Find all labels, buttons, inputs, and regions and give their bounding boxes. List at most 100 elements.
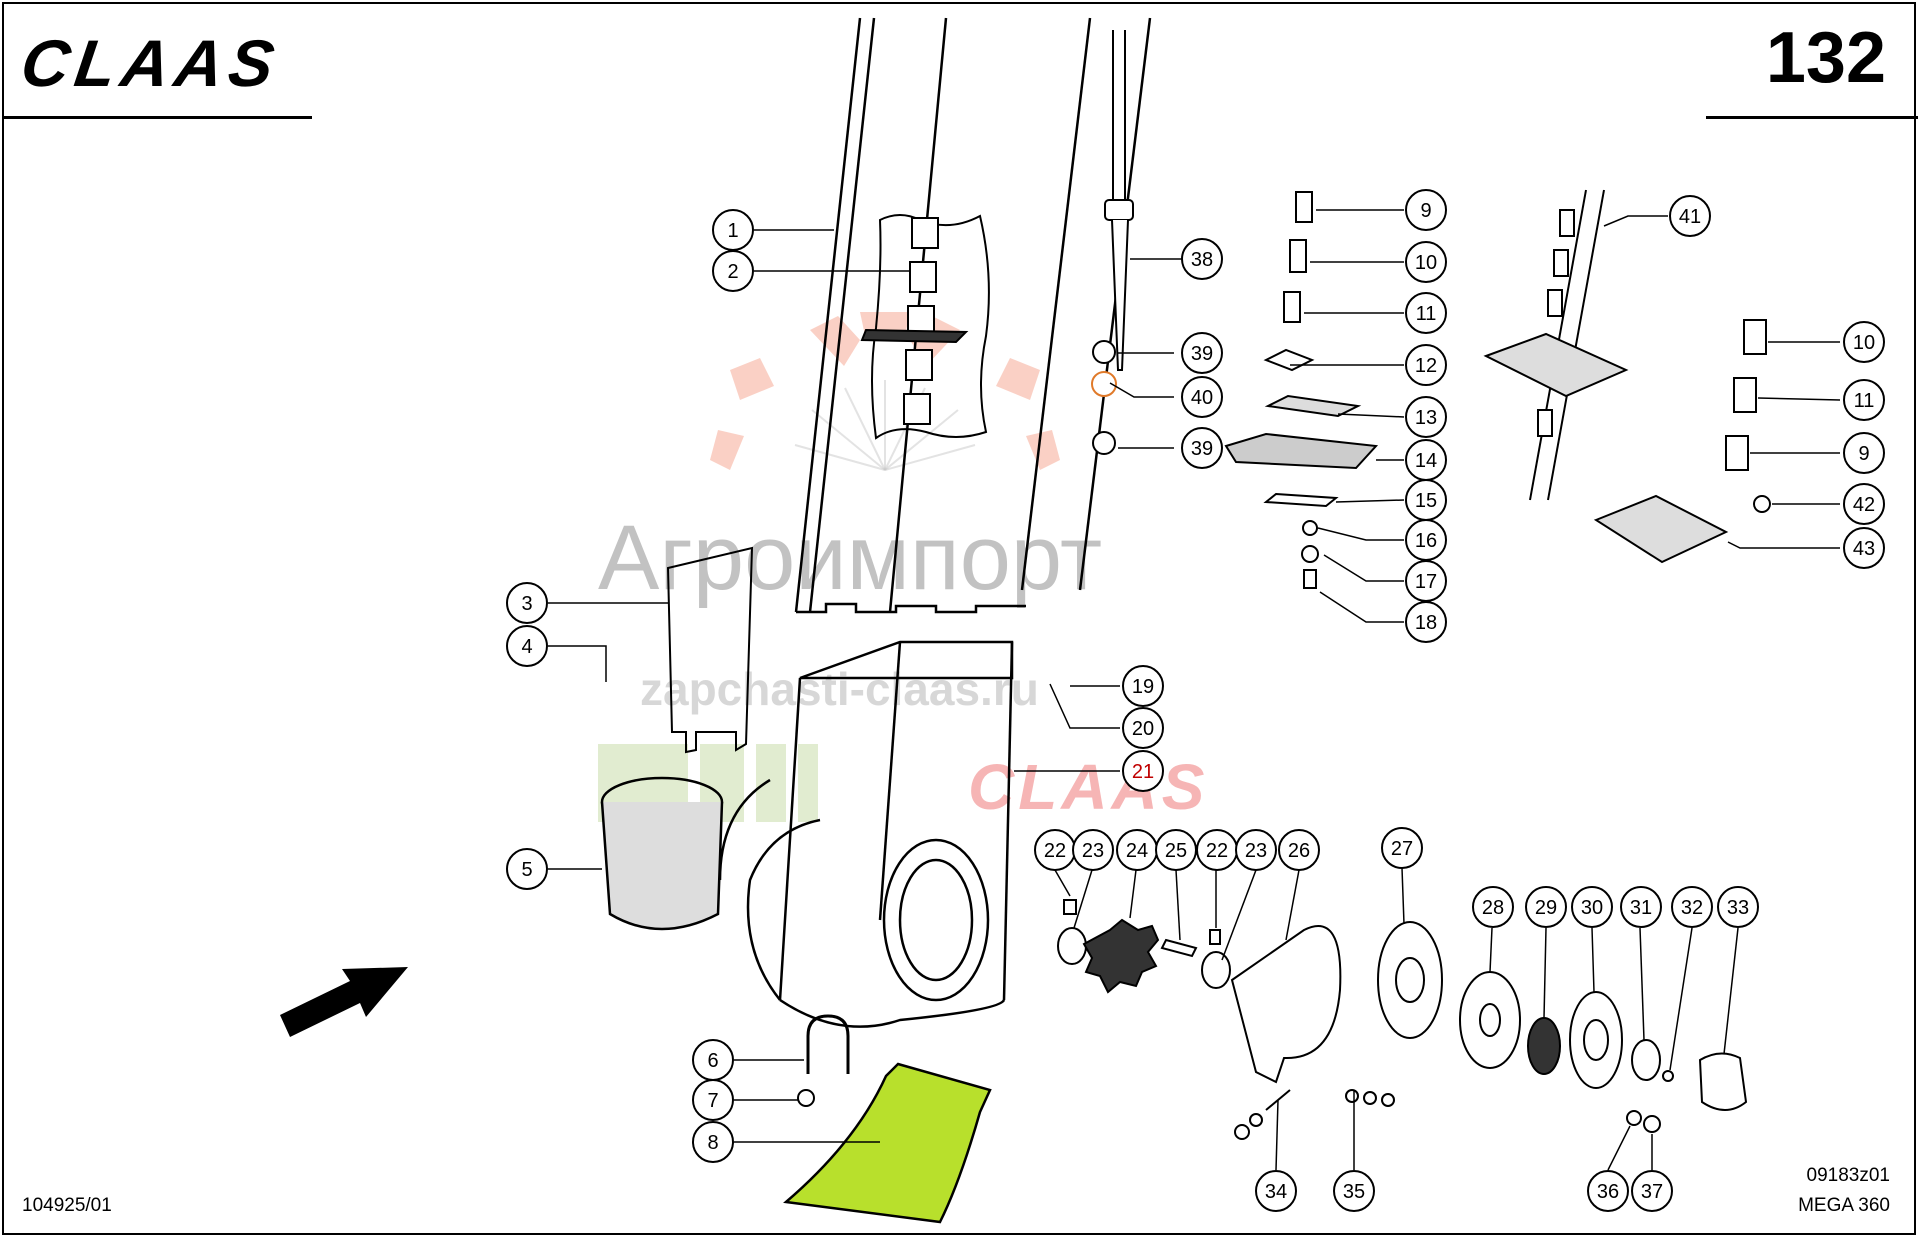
callout-number: 12 (1415, 355, 1437, 377)
callout-30: 30 (1571, 886, 1613, 928)
callout-number: 38 (1191, 249, 1213, 271)
callout-number: 32 (1681, 897, 1703, 919)
drive-parts (1057, 899, 1443, 1084)
callout-number: 16 (1415, 530, 1437, 552)
callout-22: 22 (1196, 829, 1238, 871)
callout-16: 16 (1405, 519, 1447, 561)
ring (600, 776, 724, 931)
callout-circle (1631, 1170, 1673, 1212)
callout-circle (1587, 1170, 1629, 1212)
callout-circle (1122, 750, 1164, 792)
page-number-underline (1706, 116, 1918, 119)
callout-9: 9 (1405, 189, 1447, 231)
callout-number: 37 (1641, 1181, 1663, 1203)
callout-14: 14 (1405, 439, 1447, 481)
callout-24: 24 (1116, 829, 1158, 871)
sheet-code: 09183z01 (1806, 1165, 1890, 1186)
u-bolt (806, 1014, 850, 1074)
lower-housing (718, 640, 1014, 1028)
callout-number: 21 (1132, 761, 1154, 783)
callout-circle (1620, 886, 1662, 928)
callout-circle (1717, 886, 1759, 928)
callout-circle (1181, 332, 1223, 374)
callout-number: 7 (707, 1090, 718, 1112)
callout-circle (1571, 886, 1613, 928)
callout-12: 12 (1405, 344, 1447, 386)
callout-37: 37 (1631, 1170, 1673, 1212)
callout-31: 31 (1620, 886, 1662, 928)
callout-circle (1255, 1170, 1297, 1212)
brand-underline (2, 116, 312, 119)
callout-circle (712, 250, 754, 292)
callout-29: 29 (1525, 886, 1567, 928)
callout-circle (1405, 344, 1447, 386)
callout-number: 1 (727, 220, 738, 242)
callout-circle (506, 582, 548, 624)
callout-40: 40 (1181, 376, 1223, 418)
callout-39: 39 (1181, 332, 1223, 374)
callout-17: 17 (1405, 560, 1447, 602)
callout-circle (506, 848, 548, 890)
callout-circle (1278, 829, 1320, 871)
callout-circle (1843, 527, 1885, 569)
callout-circle (1669, 195, 1711, 237)
nut-7 (797, 1089, 815, 1107)
callout-35: 35 (1333, 1170, 1375, 1212)
callout-number: 4 (521, 636, 532, 658)
callout-number: 14 (1415, 450, 1437, 472)
chain-link-parts (1224, 191, 1379, 589)
callout-number: 43 (1853, 538, 1875, 560)
callout-25: 25 (1155, 829, 1197, 871)
callout-41: 41 (1669, 195, 1711, 237)
callout-circle (1843, 379, 1885, 421)
callout-number: 17 (1415, 571, 1437, 593)
callout-circle (692, 1079, 734, 1121)
page-number: 132 (1765, 18, 1886, 98)
model-name: MEGA 360 (1798, 1195, 1890, 1216)
callout-number: 22 (1044, 840, 1066, 862)
callout-number: 9 (1858, 443, 1869, 465)
callout-number: 13 (1415, 407, 1437, 429)
callout-23: 23 (1235, 829, 1277, 871)
callout-28: 28 (1472, 886, 1514, 928)
callout-circle (1122, 707, 1164, 749)
callout-2: 2 (712, 250, 754, 292)
callout-number: 19 (1132, 676, 1154, 698)
callout-18: 18 (1405, 601, 1447, 643)
callout-circle (1381, 827, 1423, 869)
callout-number: 30 (1581, 897, 1603, 919)
callout-4: 4 (506, 625, 548, 667)
callout-circle (1843, 321, 1885, 363)
callout-34: 34 (1255, 1170, 1297, 1212)
callout-number: 34 (1265, 1181, 1287, 1203)
direction-arrow-icon (280, 967, 408, 1037)
callout-number: 42 (1853, 494, 1875, 516)
callout-circle (1472, 886, 1514, 928)
callout-9: 9 (1843, 432, 1885, 474)
callout-number: 10 (1853, 332, 1875, 354)
callout-number: 5 (521, 859, 532, 881)
callout-43: 43 (1843, 527, 1885, 569)
cover-plate (666, 546, 754, 754)
watermark-company: Агроимпорт (598, 507, 1103, 609)
callout-39: 39 (1181, 427, 1223, 469)
callout-circle (1333, 1170, 1375, 1212)
callout-circle (1843, 432, 1885, 474)
callout-11: 11 (1405, 292, 1447, 334)
callout-circle (1525, 886, 1567, 928)
callout-number: 29 (1535, 897, 1557, 919)
callout-21: 21 (1122, 750, 1164, 792)
callout-13: 13 (1405, 396, 1447, 438)
callout-number: 36 (1597, 1181, 1619, 1203)
callout-32: 32 (1671, 886, 1713, 928)
callout-circle (1181, 427, 1223, 469)
callout-circle (1235, 829, 1277, 871)
callout-number: 31 (1630, 897, 1652, 919)
callout-42: 42 (1843, 483, 1885, 525)
callout-number: 24 (1126, 840, 1148, 862)
callout-circle (1181, 238, 1223, 280)
conveyor-chain (1483, 189, 1771, 564)
callout-33: 33 (1717, 886, 1759, 928)
